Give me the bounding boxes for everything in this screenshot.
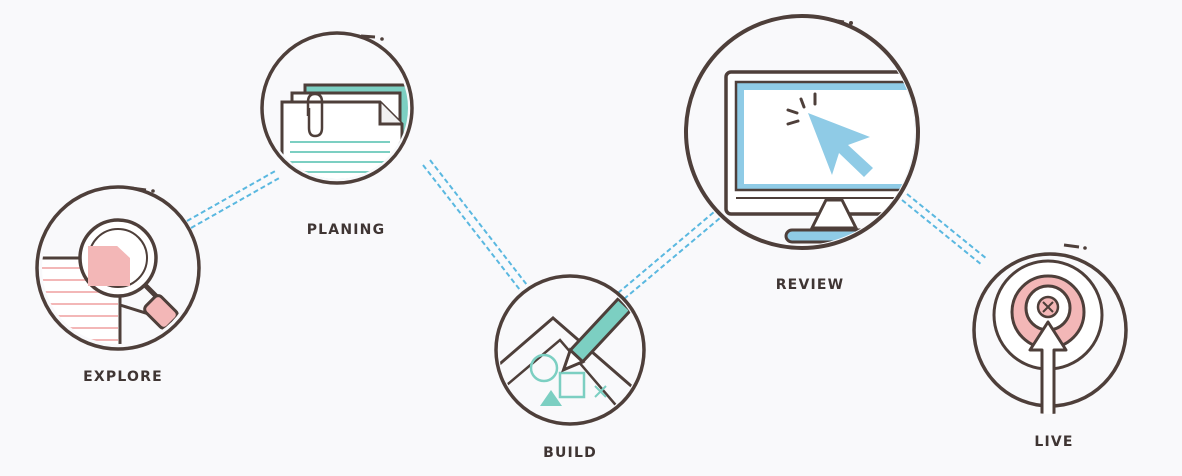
planing-node [260, 31, 414, 185]
review-circle [684, 14, 920, 250]
step-label-explore: EXPLORE [83, 369, 163, 385]
magnifier-icon [42, 218, 194, 344]
build-node [494, 274, 646, 426]
step-label-live: LIVE [1034, 434, 1074, 450]
connector-planing-build [422, 159, 528, 291]
review-node [684, 14, 920, 250]
planing-circle [260, 31, 414, 185]
connector-explore-planing [186, 169, 282, 229]
step-label-review: REVIEW [775, 277, 845, 293]
explore-circle [35, 185, 201, 351]
build-circle [494, 274, 646, 426]
pencil-shapes-icon [499, 290, 641, 411]
connectors [186, 159, 988, 300]
documents-icon [280, 83, 408, 179]
connector-build-review [617, 211, 721, 300]
monitor-cursor-icon [724, 70, 915, 244]
step-label-planing: PLANING [306, 222, 386, 238]
step-label-build: BUILD [543, 445, 597, 461]
target-arrow-icon [966, 246, 1134, 414]
explore-node [35, 185, 201, 351]
live-node [966, 243, 1134, 414]
connector-review-live [901, 193, 988, 266]
